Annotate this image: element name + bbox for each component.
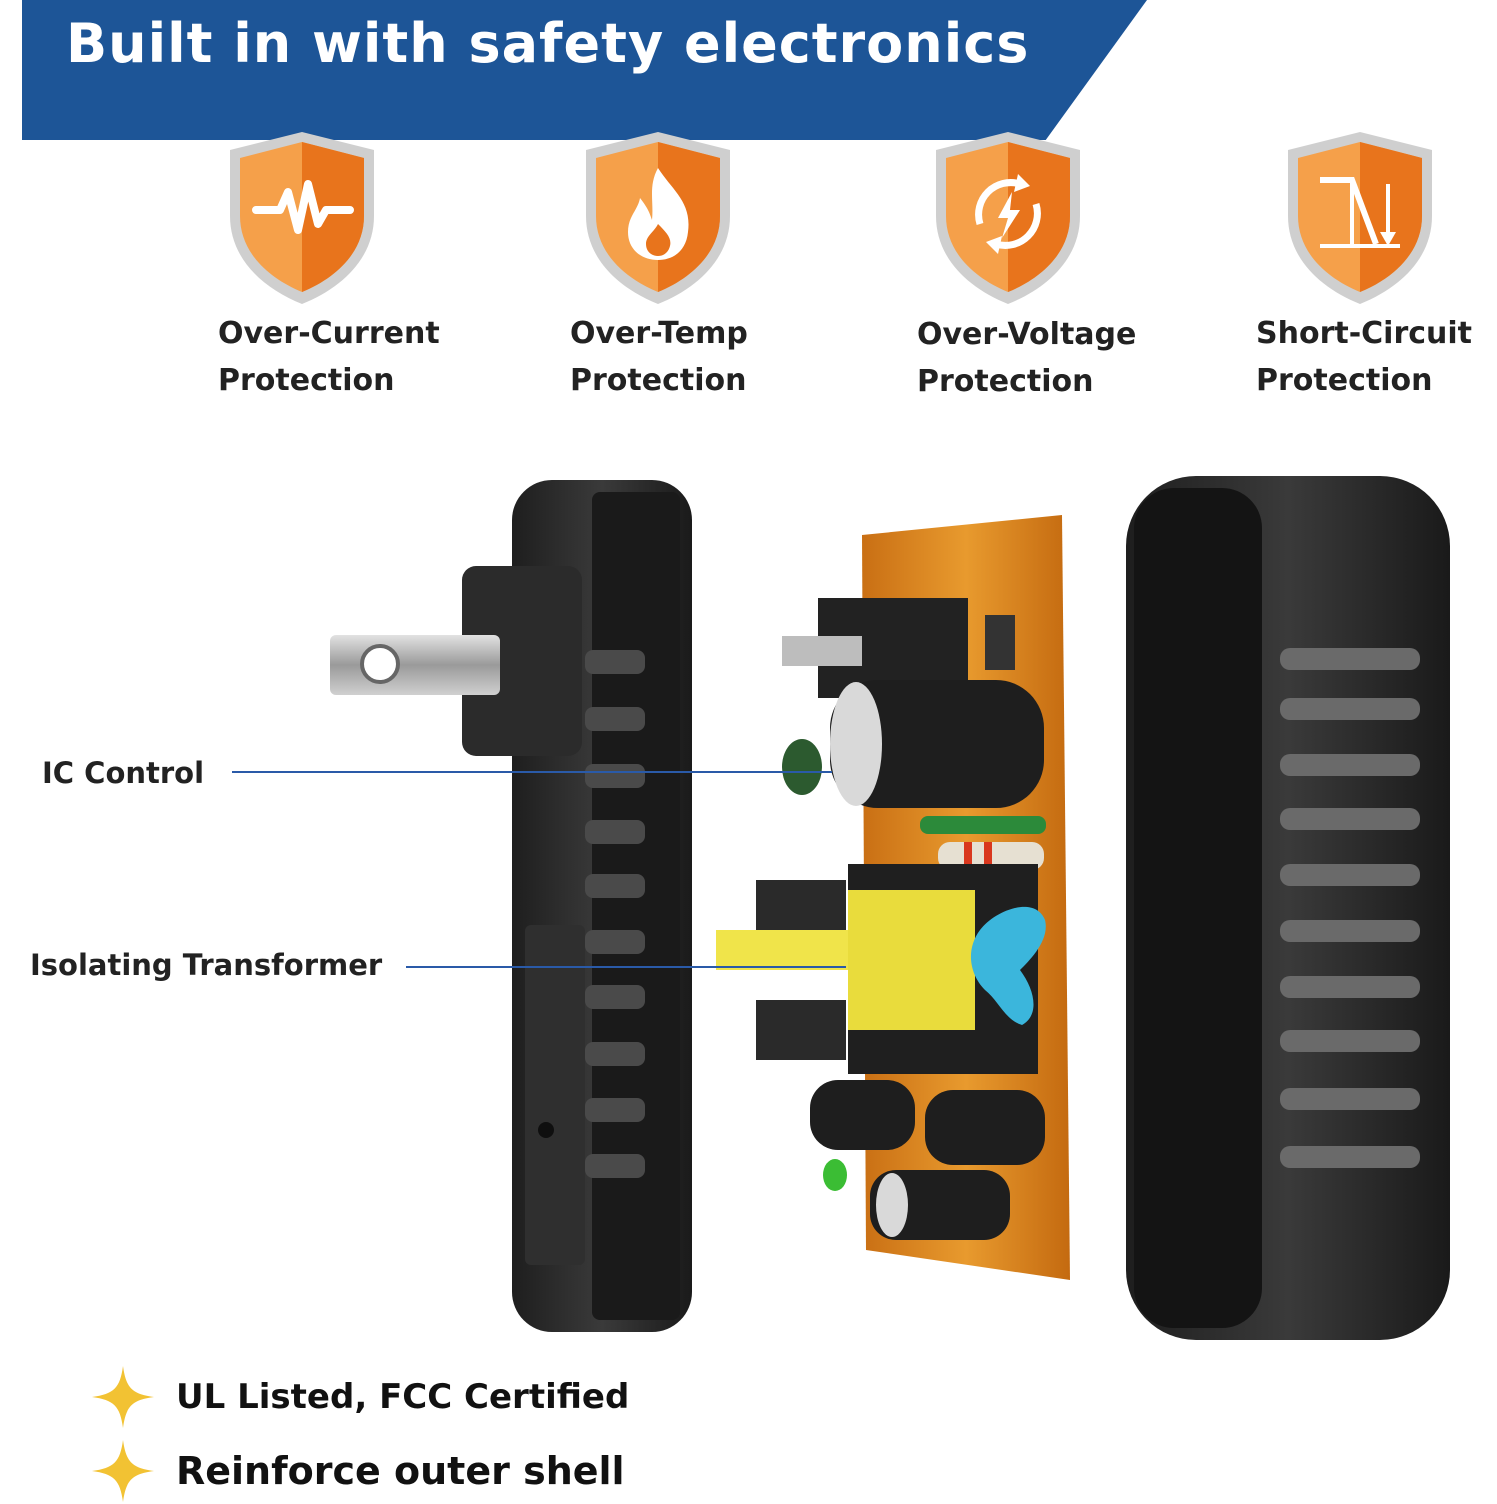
title-banner	[22, 0, 1147, 140]
bullet-text: Reinforce outer shell	[176, 1449, 625, 1493]
page-title: Built in with safety electronics	[66, 12, 1030, 75]
heartbeat-icon	[222, 128, 382, 308]
adapter-exploded-view-image	[330, 476, 1450, 1340]
callout-ic-control-label: IC Control	[42, 756, 205, 790]
callout-transformer-line	[406, 966, 846, 968]
sparkle-star-icon	[92, 1440, 154, 1502]
callout-ic-control-line	[232, 771, 832, 773]
sparkle-star-icon	[92, 1366, 154, 1428]
bullet-text: UL Listed, FCC Certified	[176, 1377, 630, 1417]
callout-transformer-label: Isolating Transformer	[30, 948, 383, 982]
bullet-item-certified: UL Listed, FCC Certified	[90, 1364, 629, 1430]
bullet-item-shell: Reinforce outer shell	[90, 1438, 625, 1504]
circuit-drop-icon	[1280, 128, 1440, 308]
voltage-cycle-icon	[928, 128, 1088, 308]
flame-icon	[578, 128, 738, 308]
